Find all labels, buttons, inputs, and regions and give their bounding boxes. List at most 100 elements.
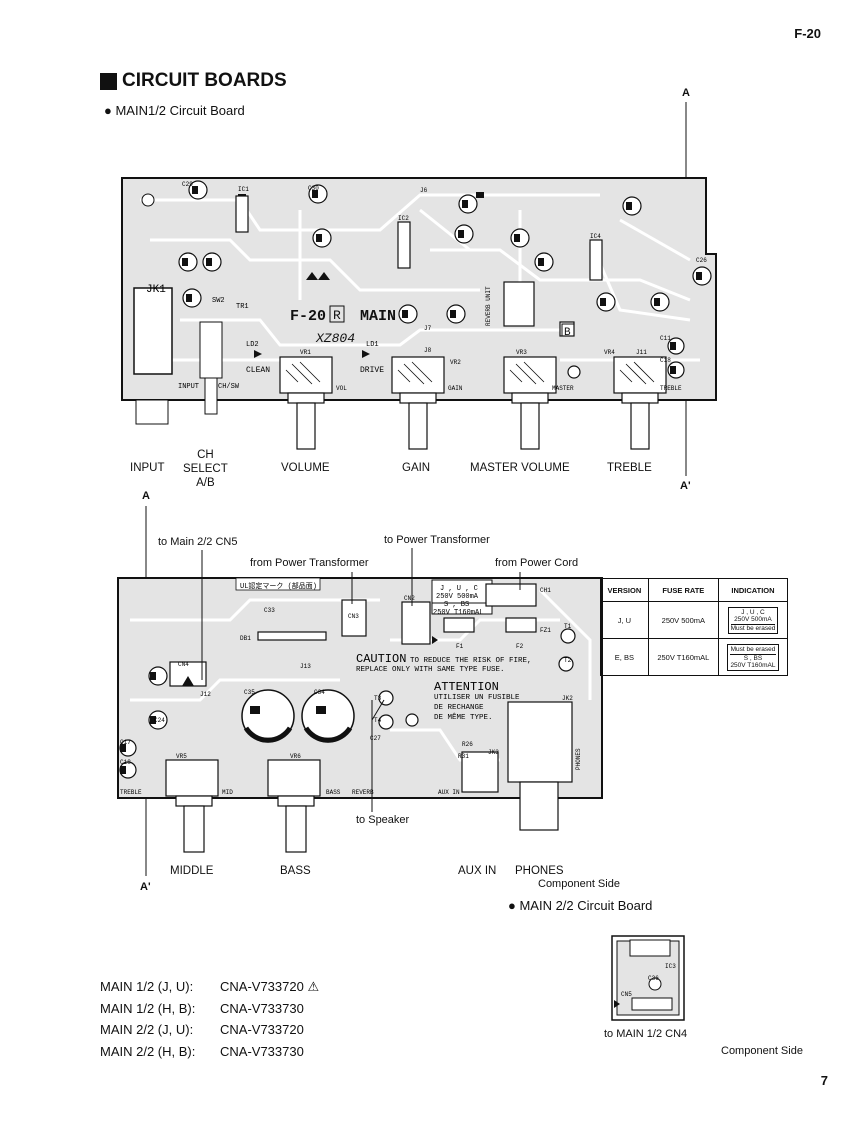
- svg-text:VR2: VR2: [450, 359, 461, 366]
- svg-text:C11: C11: [660, 335, 671, 342]
- svg-text:LD2: LD2: [246, 341, 259, 349]
- section-title: CIRCUIT BOARDS: [122, 70, 287, 91]
- svg-text:GAIN: GAIN: [448, 385, 463, 392]
- svg-text:C29: C29: [182, 181, 193, 188]
- callout-from-power-transformer: from Power Transformer: [250, 557, 369, 569]
- svg-text:C17: C17: [120, 739, 131, 746]
- section-mark-a-left: A: [142, 490, 150, 502]
- svg-text:250V 500mA: 250V 500mA: [436, 593, 479, 601]
- svg-text:J , U , C: J , U , C: [440, 585, 478, 593]
- board1-title: ● MAIN1/2 Circuit Board: [104, 103, 245, 118]
- svg-text:T3: T3: [374, 695, 382, 702]
- label-bass: BASS: [280, 865, 311, 877]
- svg-text:PHONES: PHONES: [575, 748, 582, 770]
- svg-text:DE RECHANGE: DE RECHANGE: [434, 704, 484, 712]
- svg-text:CN5: CN5: [621, 991, 632, 998]
- label-phones: PHONES: [515, 865, 564, 877]
- svg-text:MAIN: MAIN: [360, 308, 396, 325]
- svg-text:F-20: F-20: [290, 308, 326, 325]
- svg-text:MASTER: MASTER: [552, 385, 574, 392]
- svg-text:CLEAN: CLEAN: [246, 366, 270, 375]
- svg-text:C18: C18: [120, 759, 131, 766]
- svg-text:LD1: LD1: [366, 341, 379, 349]
- svg-text:DE MÊME TYPE.: DE MÊME TYPE.: [434, 713, 493, 722]
- th-version: VERSION: [600, 578, 649, 602]
- section-mark-a-prime: A': [680, 480, 691, 492]
- svg-text:R26: R26: [462, 741, 473, 748]
- svg-text:C35: C35: [244, 689, 255, 696]
- label-middle: MIDDLE: [170, 865, 214, 877]
- svg-text:B: B: [564, 327, 571, 339]
- svg-text:CH1: CH1: [540, 587, 551, 594]
- svg-text:S , BS: S , BS: [444, 601, 469, 609]
- section-heading: CIRCUIT BOARDS: [100, 70, 287, 92]
- table-row: E, BS 250V T160mAL Must be erased S , BS…: [600, 638, 789, 676]
- svg-text:C26: C26: [696, 257, 707, 264]
- svg-text:AUX IN: AUX IN: [438, 789, 460, 796]
- svg-text:VR5: VR5: [176, 753, 187, 760]
- svg-text:T4: T4: [374, 717, 382, 724]
- svg-text:VR3: VR3: [516, 349, 527, 356]
- th-indication: INDICATION: [717, 578, 789, 602]
- cna-row: MAIN 2/2 (J, U):CNA-V733720: [100, 1022, 304, 1037]
- svg-text:T2: T2: [564, 657, 572, 664]
- cna-row: MAIN 1/2 (H, B):CNA-V733730: [100, 1001, 304, 1016]
- svg-text:MID: MID: [222, 789, 233, 796]
- svg-text:XZ804: XZ804: [315, 331, 355, 346]
- svg-text:VR1: VR1: [300, 349, 311, 356]
- svg-text:VR4: VR4: [604, 349, 615, 356]
- svg-text:T1: T1: [564, 623, 572, 630]
- svg-text:J8: J8: [424, 347, 432, 354]
- svg-text:REVERB UNIT: REVERB UNIT: [485, 286, 492, 326]
- svg-text:TREBLE: TREBLE: [120, 789, 142, 796]
- svg-text:FZ1: FZ1: [540, 627, 551, 634]
- svg-text:IC4: IC4: [590, 233, 601, 240]
- svg-text:TREBLE: TREBLE: [660, 385, 682, 392]
- svg-text:IC2: IC2: [398, 215, 409, 222]
- svg-text:C34: C34: [314, 689, 325, 696]
- svg-text:CN2: CN2: [404, 595, 415, 602]
- board3-title: ● MAIN 2/2 Circuit Board: [508, 898, 653, 913]
- svg-text:F1: F1: [456, 643, 464, 650]
- svg-text:C33: C33: [264, 607, 275, 614]
- label-treble: TREBLE: [607, 462, 652, 474]
- svg-text:R: R: [333, 308, 341, 323]
- svg-text:DRIVE: DRIVE: [360, 366, 384, 375]
- svg-text:VOL: VOL: [336, 385, 347, 392]
- svg-text:UTILISER UN FUSIBLE: UTILISER UN FUSIBLE: [434, 694, 520, 702]
- svg-text:DB1: DB1: [240, 635, 251, 642]
- label-master-volume: MASTER VOLUME: [470, 462, 570, 474]
- board3-caption: to MAIN 1/2 CN4: [604, 1028, 688, 1040]
- svg-text:SW2: SW2: [212, 297, 225, 305]
- main2-board: IC3 C36 CN5: [611, 935, 685, 1021]
- svg-text:R31: R31: [458, 753, 469, 760]
- svg-text:BASS: BASS: [326, 789, 341, 796]
- svg-text:ATTENTION: ATTENTION: [434, 680, 499, 694]
- svg-text:INPUT: INPUT: [178, 383, 199, 391]
- svg-text:C36: C36: [648, 975, 659, 982]
- svg-text:UL認定マーク (部品面): UL認定マーク (部品面): [240, 581, 317, 591]
- svg-text:J6: J6: [420, 187, 428, 194]
- svg-text:CN4: CN4: [178, 661, 189, 668]
- fuse-table: VERSION FUSE RATE INDICATION J, U 250V 5…: [600, 578, 789, 676]
- svg-text:IC1: IC1: [238, 186, 249, 193]
- label-aux-in: AUX IN: [458, 865, 497, 877]
- svg-text:C24: C24: [154, 717, 165, 724]
- svg-text:TO REDUCE THE RISK OF FIRE,: TO REDUCE THE RISK OF FIRE,: [410, 657, 532, 665]
- svg-text:IC3: IC3: [665, 963, 676, 970]
- svg-text:C18: C18: [660, 357, 671, 364]
- callout-to-main-cn5: to Main 2/2 CN5: [158, 536, 238, 548]
- callout-to-power-transformer: to Power Transformer: [384, 534, 490, 546]
- svg-text:F2: F2: [516, 643, 524, 650]
- cna-row: MAIN 1/2 (J, U):CNA-V733720 ⚠: [100, 979, 320, 994]
- th-fuse-rate: FUSE RATE: [647, 578, 719, 602]
- svg-text:JK3: JK3: [488, 749, 499, 756]
- component-side-2: Component Side: [721, 1045, 803, 1057]
- svg-text:JK1: JK1: [146, 284, 166, 296]
- svg-text:TR1: TR1: [236, 303, 249, 311]
- component-side-1: Component Side: [538, 878, 620, 890]
